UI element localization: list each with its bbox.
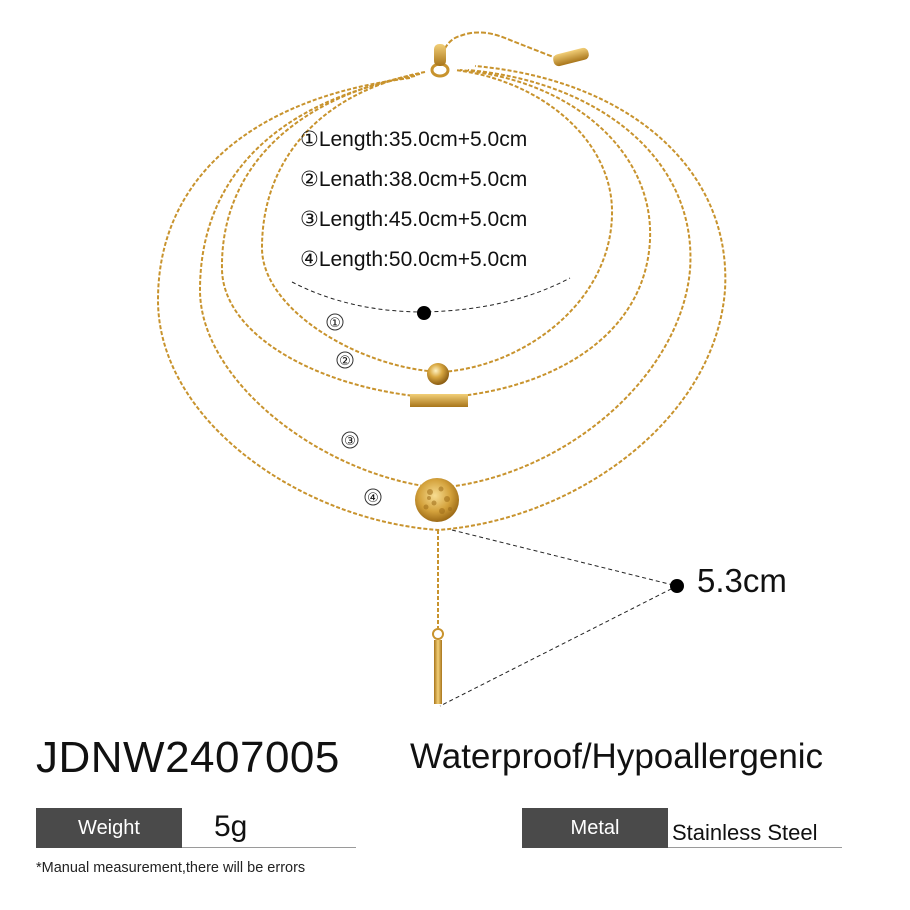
measurement-disclaimer: *Manual measurement,there will be errors: [36, 860, 306, 876]
strand-marker-1-text: ①: [329, 316, 341, 331]
length-guide-dot: [417, 306, 431, 320]
lariat-stick: [434, 640, 442, 704]
necklace-strand-2: [220, 69, 652, 400]
strand-marker-3-text: ③: [344, 434, 356, 449]
strand-marker-2-text: ②: [339, 354, 351, 369]
strand-marker-3: ③: [341, 431, 359, 449]
product-sku: JDNW2407005: [36, 733, 340, 782]
length-spec-3: ③Length:45.0cm+5.0cm: [300, 208, 528, 231]
extender-tag: [553, 47, 589, 67]
necklace-strand-3: [198, 69, 692, 490]
bead-pendant: [427, 363, 449, 385]
metal-label: Metal: [522, 808, 668, 848]
metal-value: Stainless Steel: [672, 820, 818, 845]
metal-underline: [668, 847, 842, 848]
lobster-clasp: [430, 44, 450, 78]
strand-marker-2: ②: [336, 351, 354, 369]
extender-chain: [439, 31, 557, 63]
pendant-guide-dot: [670, 579, 684, 593]
weight-value: 5g: [214, 810, 248, 843]
pendant-guide-lines: [439, 529, 679, 707]
lariat-ring: [432, 628, 444, 640]
weight-underline: [182, 847, 356, 848]
strand-marker-4: ④: [364, 488, 382, 506]
coin-pendant: [415, 478, 459, 522]
bar-pendant: [410, 394, 468, 407]
pendant-length-label: 5.3cm: [697, 562, 787, 599]
length-spec-1: ①Length:35.0cm+5.0cm: [300, 128, 528, 151]
length-guide-arc: [291, 277, 571, 313]
product-features: Waterproof/Hypoallergenic: [410, 737, 824, 776]
weight-label: Weight: [36, 808, 182, 848]
length-spec-4: ④Length:50.0cm+5.0cm: [300, 248, 528, 271]
strand-marker-1: ①: [326, 313, 344, 331]
length-spec-2: ②Lenath:38.0cm+5.0cm: [300, 168, 528, 191]
strand-marker-4-text: ④: [367, 491, 379, 506]
